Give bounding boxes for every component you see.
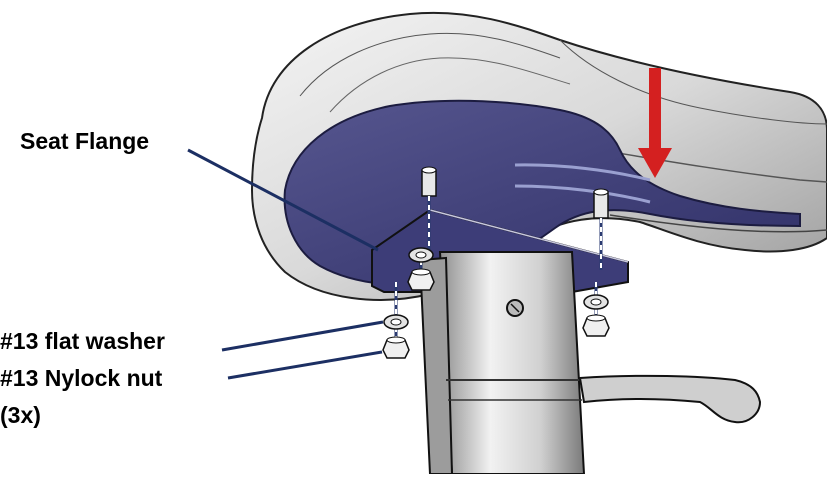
flat-washer-label: #13 flat washer — [0, 328, 165, 354]
nylock-nut-leader — [227, 350, 383, 380]
flat-washer-leader — [221, 320, 384, 352]
seat-post — [418, 251, 586, 475]
adjust-lever — [578, 374, 762, 424]
leader-lines — [187, 148, 384, 380]
nylock-nut-label: #13 Nylock nut — [0, 365, 163, 391]
seat-flange-label: Seat Flange — [20, 128, 150, 154]
nylock-nuts — [382, 268, 610, 359]
flat-washers — [383, 247, 609, 330]
quantity-label: (3x) — [0, 402, 41, 428]
seat-flange-leader — [187, 148, 379, 252]
red-down-arrow-icon — [638, 68, 672, 178]
